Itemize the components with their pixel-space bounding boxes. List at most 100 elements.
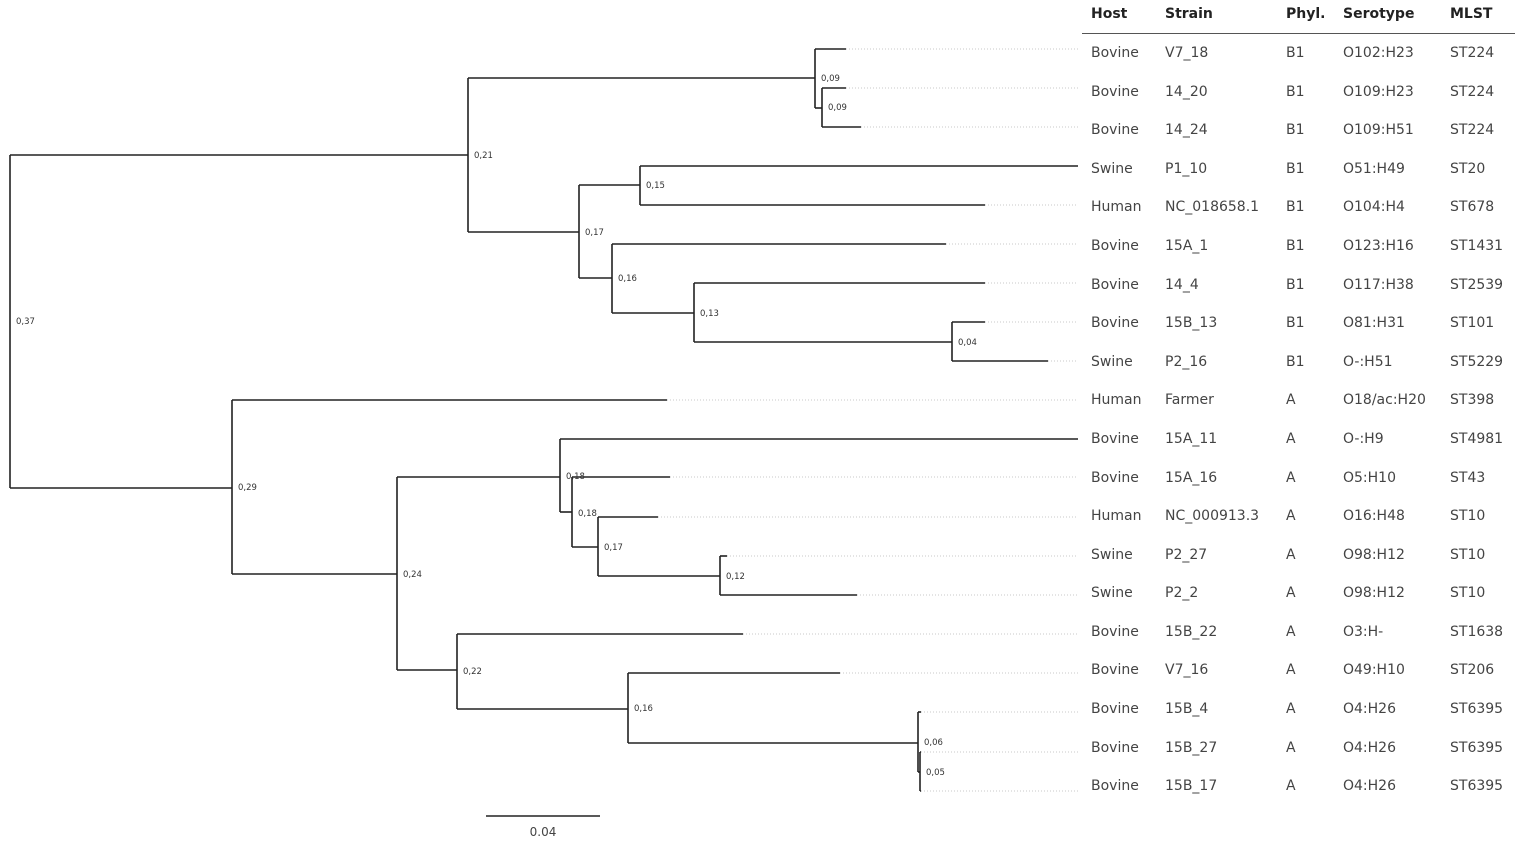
host-cell: Human: [1091, 508, 1142, 524]
phylogroup-cell: B1: [1286, 315, 1305, 331]
table-row: Swine P2_16 B1 O-:H51 ST5229: [1082, 352, 1515, 372]
serotype-cell: O109:H23: [1343, 84, 1414, 100]
serotype-cell: O-:H9: [1343, 431, 1384, 447]
mlst-cell: ST2539: [1450, 277, 1504, 293]
serotype-cell: O5:H10: [1343, 470, 1396, 486]
node-label: 0,18: [578, 509, 597, 519]
mlst-cell: ST224: [1450, 122, 1495, 138]
phylogroup-cell: A: [1286, 431, 1296, 447]
mlst-cell: ST5229: [1450, 354, 1504, 370]
mlst-cell: ST224: [1450, 84, 1495, 100]
host-cell: Human: [1091, 199, 1142, 215]
tree-branches: [9, 48, 1078, 792]
strain-cell: 14_20: [1165, 84, 1208, 100]
phylogroup-cell: A: [1286, 740, 1296, 756]
scale-bar: 0.04: [486, 815, 600, 839]
host-cell: Bovine: [1091, 778, 1139, 794]
serotype-cell: O117:H38: [1343, 277, 1414, 293]
node-label: 0,21: [474, 151, 493, 161]
host-cell: Bovine: [1091, 315, 1139, 331]
mlst-cell: ST10: [1450, 547, 1486, 563]
mlst-cell: ST101: [1450, 315, 1495, 331]
node-label: 0,06: [924, 738, 943, 748]
serotype-cell: O81:H31: [1343, 315, 1405, 331]
leader-lines: [658, 48, 1078, 792]
serotype-cell: O51:H49: [1343, 161, 1405, 177]
serotype-cell: O4:H26: [1343, 701, 1396, 717]
table-row: Bovine 14_20 B1 O109:H23 ST224: [1082, 82, 1515, 102]
strain-cell: NC_000913.3: [1165, 508, 1260, 524]
mlst-cell: ST20: [1450, 161, 1486, 177]
phylogroup-cell: B1: [1286, 84, 1305, 100]
strain-cell: 15A_16: [1165, 470, 1218, 486]
phylogroup-cell: B1: [1286, 354, 1305, 370]
host-cell: Swine: [1091, 161, 1133, 177]
mlst-cell: ST398: [1450, 392, 1495, 408]
header-phylogroup: Phyl.: [1286, 6, 1326, 22]
strain-cell: V7_16: [1165, 662, 1209, 678]
phylogroup-cell: A: [1286, 470, 1296, 486]
phylogroup-cell: A: [1286, 508, 1296, 524]
phylogroup-cell: B1: [1286, 122, 1305, 138]
node-label: 0,04: [958, 338, 977, 348]
strain-cell: 14_4: [1165, 277, 1199, 293]
serotype-cell: O4:H26: [1343, 740, 1396, 756]
node-label: 0,16: [618, 274, 637, 284]
host-cell: Bovine: [1091, 122, 1139, 138]
strain-cell: 14_24: [1165, 122, 1208, 138]
host-cell: Swine: [1091, 354, 1133, 370]
strain-cell: 15A_11: [1165, 431, 1218, 447]
table-row: Bovine 15B_13 B1 O81:H31 ST101: [1082, 313, 1515, 333]
node-label: 0,18: [566, 472, 585, 482]
strain-cell: NC_018658.1: [1165, 199, 1260, 215]
host-cell: Bovine: [1091, 470, 1139, 486]
node-label: 0,29: [238, 483, 257, 493]
serotype-cell: O-:H51: [1343, 354, 1393, 370]
node-support-labels: 0,37 0,21 0,09 0,09 0,17 0,15 0,16 0,13 …: [16, 74, 977, 778]
mlst-cell: ST6395: [1450, 740, 1504, 756]
phylogroup-cell: A: [1286, 701, 1296, 717]
mlst-cell: ST43: [1450, 470, 1486, 486]
serotype-cell: O98:H12: [1343, 547, 1405, 563]
mlst-cell: ST6395: [1450, 778, 1504, 794]
strain-cell: 15B_4: [1165, 701, 1209, 717]
phylogroup-cell: B1: [1286, 238, 1305, 254]
phylogroup-cell: A: [1286, 547, 1296, 563]
serotype-cell: O109:H51: [1343, 122, 1414, 138]
header-serotype: Serotype: [1343, 6, 1415, 22]
header-strain: Strain: [1165, 6, 1213, 22]
node-label: 0,13: [700, 309, 719, 319]
phylogroup-cell: B1: [1286, 45, 1305, 61]
host-cell: Bovine: [1091, 662, 1139, 678]
node-label: 0,17: [585, 228, 604, 238]
host-cell: Bovine: [1091, 740, 1139, 756]
phylogroup-cell: B1: [1286, 161, 1305, 177]
node-label: 0,09: [821, 74, 840, 84]
serotype-cell: O98:H12: [1343, 585, 1405, 601]
header-mlst: MLST: [1450, 6, 1493, 22]
mlst-cell: ST6395: [1450, 701, 1504, 717]
table-row: Swine P2_27 A O98:H12 ST10: [1082, 545, 1515, 565]
host-cell: Swine: [1091, 547, 1133, 563]
mlst-cell: ST1638: [1450, 624, 1504, 640]
node-label: 0,17: [604, 543, 623, 553]
host-cell: Bovine: [1091, 84, 1139, 100]
strain-cell: 15B_13: [1165, 315, 1218, 331]
serotype-cell: O49:H10: [1343, 662, 1405, 678]
strain-cell: P2_27: [1165, 547, 1208, 563]
node-label: 0,15: [646, 181, 665, 191]
strain-cell: P2_16: [1165, 354, 1208, 370]
mlst-cell: ST4981: [1450, 431, 1504, 447]
